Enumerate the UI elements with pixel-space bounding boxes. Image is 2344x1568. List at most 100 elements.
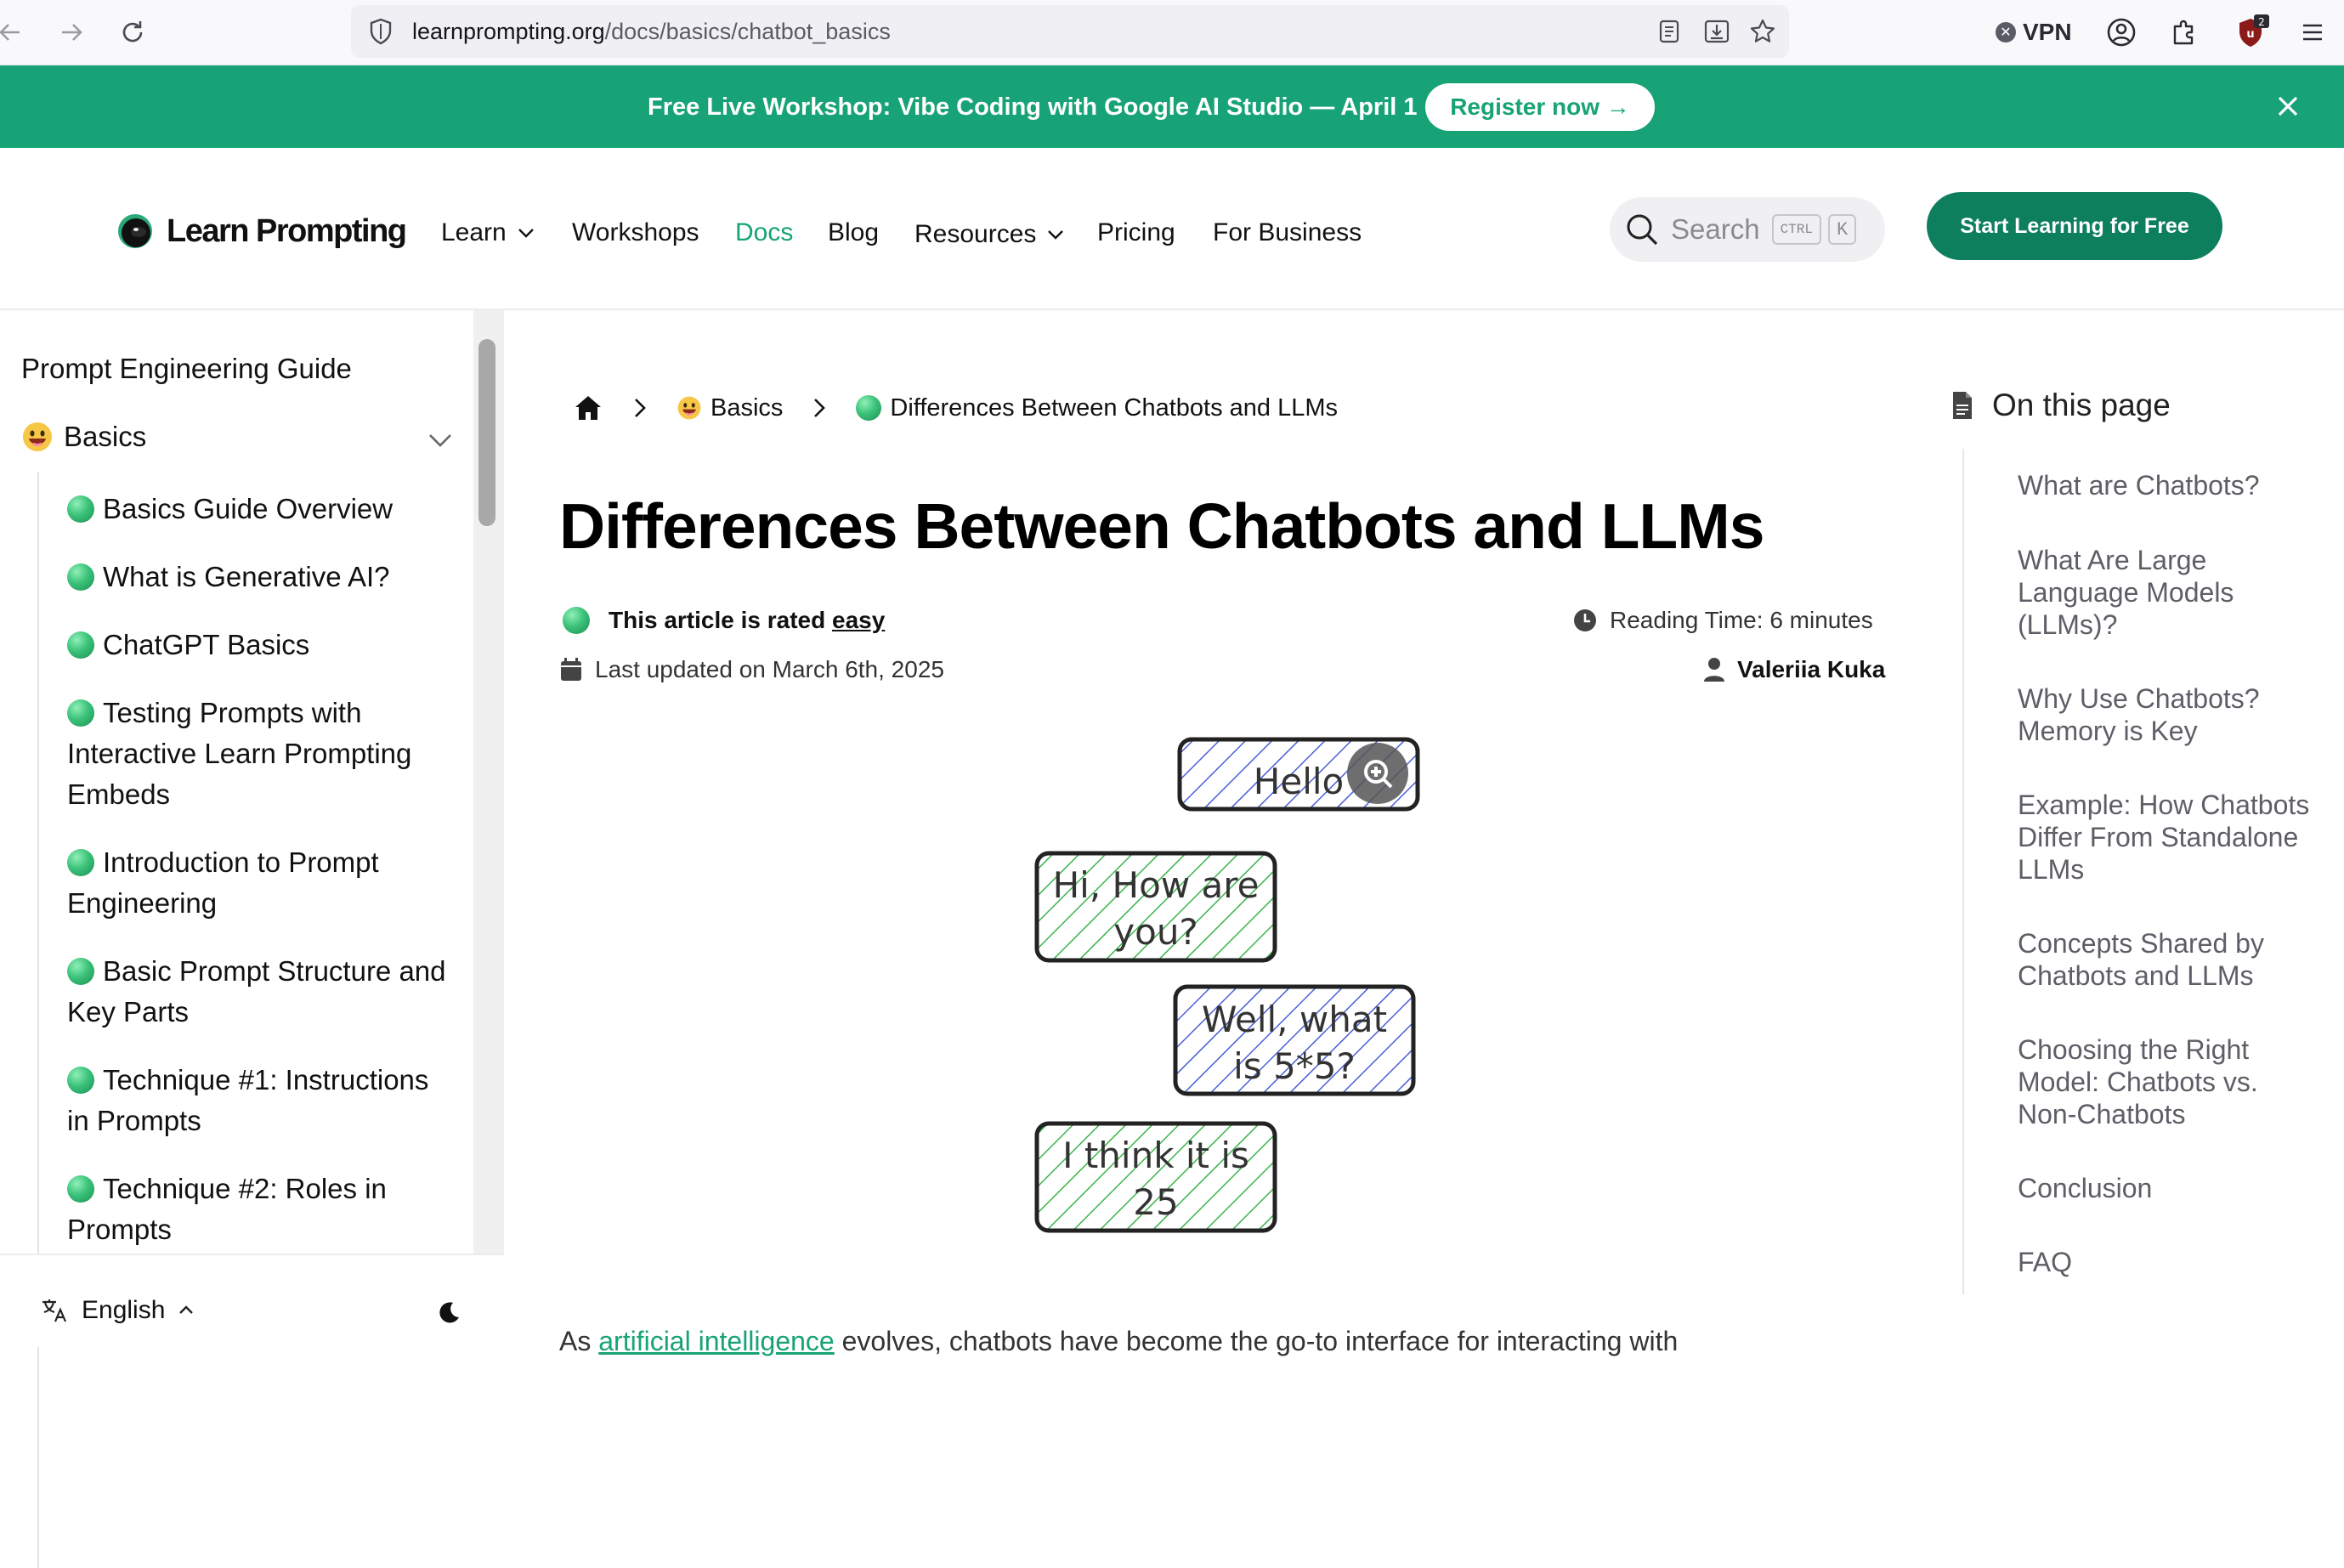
- menu-hamburger-icon[interactable]: [2300, 12, 2325, 53]
- language-selector[interactable]: English: [41, 1296, 195, 1325]
- sidebar-item-label: Introduction to Prompt Engineering: [67, 846, 379, 919]
- sidebar-item[interactable]: Basic Prompt Structure and Key Parts: [67, 951, 450, 1033]
- forward-arrow-icon[interactable]: [51, 12, 92, 53]
- translate-icon: [42, 1299, 67, 1322]
- chat-bubble-text: you?: [1113, 911, 1197, 953]
- extensions-puzzle-icon[interactable]: [2170, 12, 2199, 53]
- address-bar[interactable]: learnprompting.org/docs/basics/chatbot_b…: [351, 5, 1789, 58]
- start-learning-button[interactable]: Start Learning for Free: [1927, 192, 2222, 260]
- back-arrow-icon[interactable]: [0, 12, 31, 53]
- reload-icon[interactable]: [112, 12, 153, 53]
- close-icon[interactable]: [2271, 89, 2305, 123]
- artificial-intelligence-link[interactable]: artificial intelligence: [598, 1326, 835, 1356]
- sidebar-item[interactable]: Technique #2: Roles in Prompts: [67, 1169, 450, 1250]
- sidebar-item-label: Basics Guide Overview: [103, 493, 393, 524]
- chat-bubble-text: I think it is: [1062, 1135, 1249, 1176]
- search-button[interactable]: Search CTRL K: [1610, 197, 1885, 262]
- nav-learn-label: Learn: [441, 218, 507, 246]
- intro-prefix: As: [559, 1326, 599, 1356]
- chevron-down-icon: [1048, 230, 1064, 240]
- toc-header: On this page: [1951, 388, 2171, 423]
- toc-item[interactable]: What Are Large Language Models (LLMs)?: [2018, 545, 2234, 640]
- register-now-button[interactable]: Register now →: [1425, 83, 1655, 131]
- sidebar-item[interactable]: Basics Guide Overview: [67, 489, 450, 529]
- toc-item[interactable]: Example: How Chatbots Differ From Standa…: [2018, 790, 2310, 885]
- shield-icon[interactable]: [366, 17, 395, 46]
- chat-illustration: Hello Hi, How are you? Well, what is 5*5…: [1034, 737, 1420, 1233]
- nav-for-business[interactable]: For Business: [1213, 218, 1362, 246]
- zoom-in-icon[interactable]: [1347, 743, 1408, 804]
- account-icon[interactable]: [2106, 12, 2137, 53]
- sidebar-section-label: Basics: [64, 421, 147, 452]
- chat-bubble-text: 25: [1133, 1181, 1178, 1223]
- nav-blog[interactable]: Blog: [828, 218, 880, 246]
- toc-item[interactable]: Why Use Chatbots? Memory is Key: [2018, 683, 2260, 746]
- breadcrumb-current: Differences Between Chatbots and LLMs: [856, 394, 1338, 422]
- toc-item[interactable]: Choosing the Right Model: Chatbots vs. N…: [2018, 1034, 2258, 1129]
- chat-bubble-text: Hi, How are: [1053, 864, 1260, 906]
- sidebar-item[interactable]: What is Generative AI?: [67, 557, 450, 597]
- sidebar-section-basics[interactable]: Basics: [21, 421, 455, 453]
- vpn-label: VPN: [2023, 19, 2072, 45]
- sidebar-item[interactable]: Introduction to Prompt Engineering: [67, 842, 450, 924]
- rating-prefix: This article is rated: [609, 607, 832, 633]
- breadcrumb-section-label: Basics: [711, 393, 784, 422]
- nav-workshops[interactable]: Workshops: [572, 218, 699, 246]
- sidebar-item[interactable]: Technique #1: Instructions in Prompts: [67, 1060, 450, 1141]
- toc-item[interactable]: Conclusion: [2018, 1173, 2153, 1203]
- article-intro: As artificial intelligence evolves, chat…: [559, 1326, 1678, 1357]
- nav-docs[interactable]: Docs: [735, 218, 794, 246]
- green-dot-icon: [67, 1067, 94, 1094]
- green-dot-icon: [67, 563, 94, 591]
- sidebar-item[interactable]: ChatGPT Basics: [67, 625, 450, 665]
- chat-bubble-text: Hello: [1254, 761, 1344, 802]
- breadcrumb-current-label: Differences Between Chatbots and LLMs: [890, 393, 1339, 422]
- green-dot-icon: [563, 607, 590, 634]
- smiley-emoji-icon: [677, 396, 701, 420]
- vpn-status-icon: ✕: [1996, 22, 2016, 42]
- sidebar-item-label: Technique #2: Roles in Prompts: [67, 1173, 387, 1245]
- breadcrumb: Basics Differences Between Chatbots and …: [573, 389, 1338, 427]
- green-dot-icon: [67, 699, 94, 727]
- moon-icon[interactable]: [432, 1296, 466, 1330]
- nav-pricing[interactable]: Pricing: [1097, 218, 1175, 246]
- sidebar: Prompt Engineering Guide Basics Basics G…: [0, 310, 504, 1568]
- toc-item[interactable]: What are Chatbots?: [2018, 470, 2260, 501]
- sidebar-item-label: Technique #1: Instructions in Prompts: [67, 1064, 429, 1136]
- language-label: English: [82, 1296, 166, 1324]
- green-dot-icon: [67, 849, 94, 876]
- sidebar-footer: English: [0, 1254, 504, 1347]
- astronaut-logo-icon: [118, 214, 152, 248]
- nav-learn[interactable]: Learn: [441, 218, 535, 248]
- logo-text: Learn Prompting: [167, 212, 407, 249]
- sidebar-title[interactable]: Prompt Engineering Guide: [21, 353, 352, 384]
- sidebar-tree-line: [37, 472, 39, 1568]
- rating-value[interactable]: easy: [832, 607, 886, 633]
- banner-text: Free Live Workshop: Vibe Coding with Goo…: [648, 93, 1418, 121]
- sidebar-item[interactable]: Testing Prompts with Interactive Learn P…: [67, 693, 450, 815]
- toc-item[interactable]: FAQ: [2018, 1247, 2073, 1277]
- nav-resources-label: Resources: [914, 220, 1037, 248]
- bookmark-star-icon[interactable]: [1747, 15, 1779, 48]
- author-name[interactable]: Valeriia Kuka: [1737, 656, 1886, 682]
- chevron-down-icon[interactable]: [426, 426, 455, 455]
- site-header: Learn Prompting Learn Workshops Docs Blo…: [0, 148, 2344, 310]
- breadcrumb-basics[interactable]: Basics: [677, 394, 783, 422]
- last-updated-text: Last updated on March 6th, 2025: [595, 656, 944, 682]
- url-text[interactable]: learnprompting.org/docs/basics/chatbot_b…: [412, 17, 891, 46]
- sidebar-scroll-thumb[interactable]: [478, 339, 495, 526]
- nav-resources[interactable]: Resources: [914, 219, 1065, 250]
- chevron-right-icon: [635, 399, 646, 417]
- kbd-ctrl: CTRL: [1771, 214, 1821, 245]
- toc-title: On this page: [1992, 388, 2171, 422]
- chevron-up-icon: [179, 1305, 194, 1314]
- home-icon[interactable]: [573, 393, 603, 422]
- chat-bubble-user: Well, what is 5*5?: [1173, 984, 1416, 1096]
- reader-view-icon[interactable]: [1653, 15, 1685, 48]
- download-page-icon[interactable]: [1701, 15, 1733, 48]
- toc-item[interactable]: Concepts Shared by Chatbots and LLMs: [2018, 928, 2264, 991]
- user-icon: [1704, 658, 1724, 682]
- vpn-button[interactable]: ✕ VPN: [1996, 12, 2072, 53]
- logo[interactable]: Learn Prompting: [116, 207, 407, 255]
